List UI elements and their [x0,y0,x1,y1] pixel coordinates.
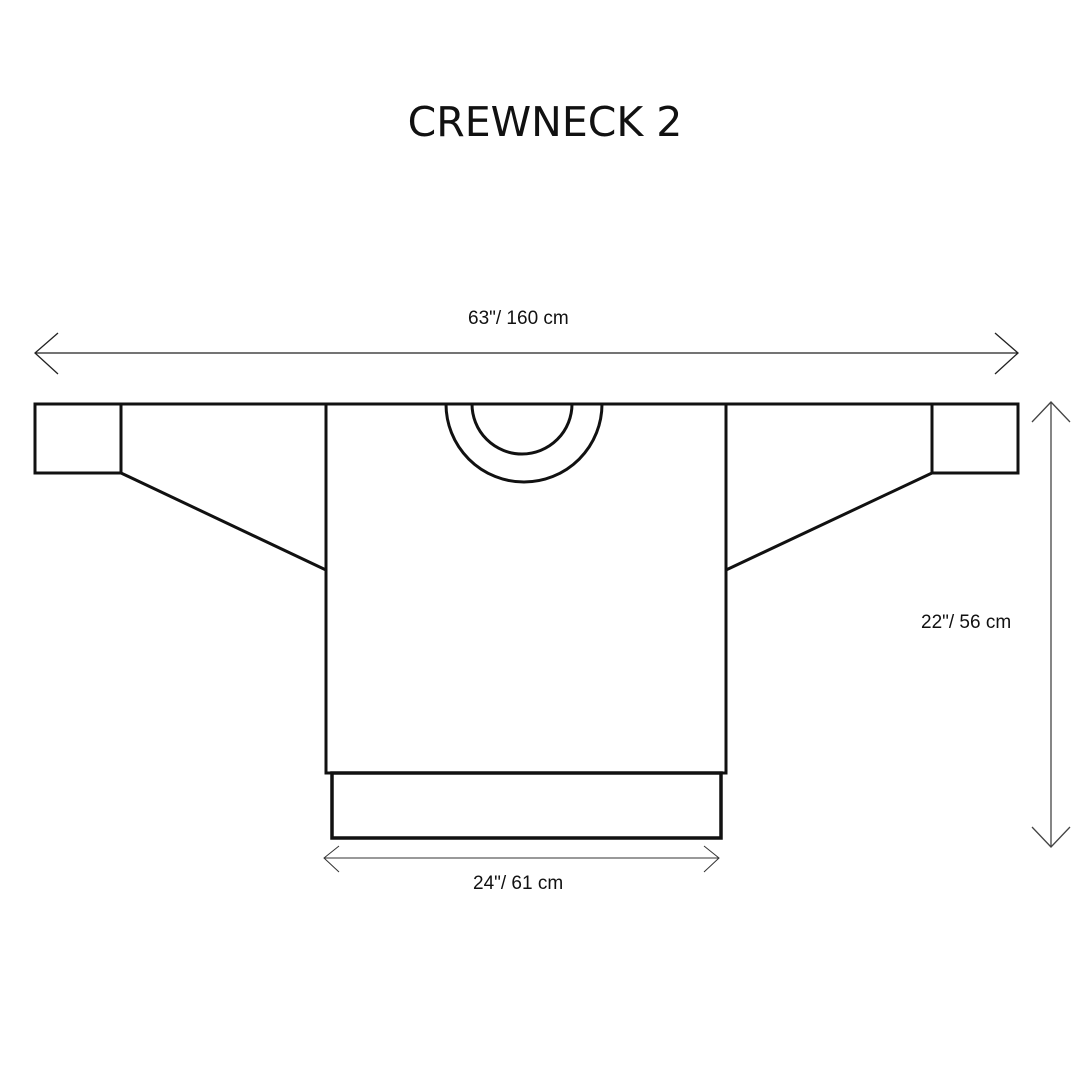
crew-neckline [444,403,604,484]
hem-width-measurement-label: 24"/ 61 cm [473,873,564,894]
left-cuff [33,402,123,475]
body-panel [324,402,728,775]
body-length-arrow [1031,401,1071,848]
hem-ribbing [330,771,723,840]
wingspan-arrow [34,332,1019,375]
wingspan-measurement-label: 63"/ 160 cm [468,308,569,329]
right-sleeve [725,402,933,572]
left-sleeve [120,402,327,572]
diagram-title: CREWNECK 2 [407,98,683,146]
hem-width-arrow [323,845,720,873]
body-length-measurement-label: 22"/ 56 cm [921,612,1012,633]
right-cuff [930,402,1020,475]
